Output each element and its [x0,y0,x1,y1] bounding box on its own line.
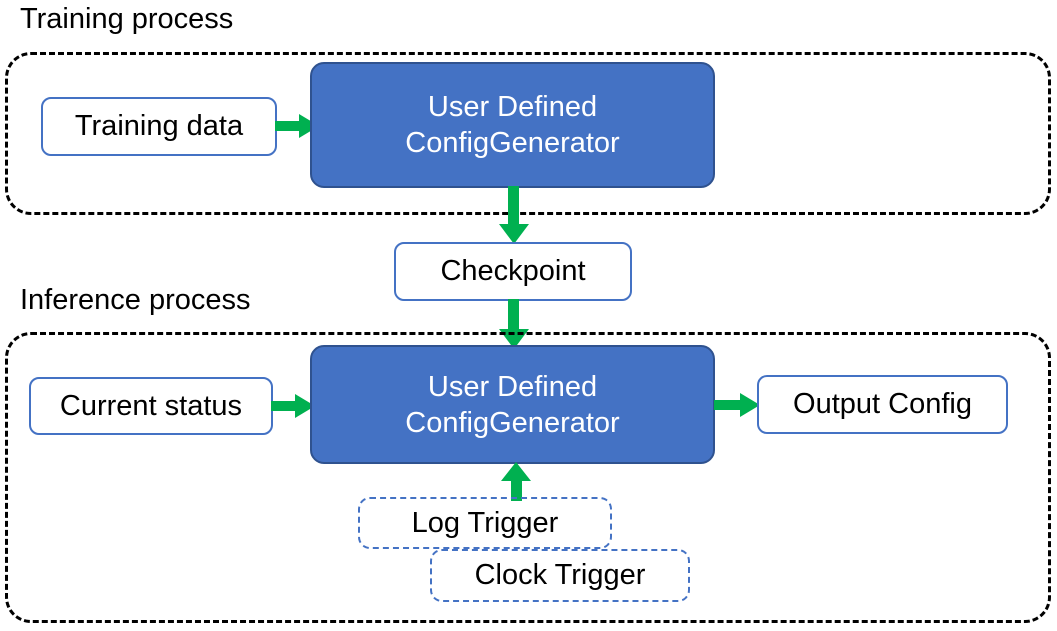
training-config-generator-box[interactable]: User Defined ConfigGenerator [310,62,715,188]
training-generator-label-line2: ConfigGenerator [405,127,620,159]
inference-process-label: Inference process [20,284,251,316]
current-status-label: Current status [59,389,243,422]
training-generator-label-line1: User Defined [427,91,598,123]
inference-config-generator-box[interactable]: User Defined ConfigGenerator [310,345,715,464]
inference-process-container [5,332,1051,623]
clock-trigger-label: Clock Trigger [474,559,646,591]
arrow-generator-to-checkpoint [499,186,529,244]
current-status-box[interactable]: Current status [29,377,273,435]
log-trigger-label: Log Trigger [411,506,559,539]
training-data-box[interactable]: Training data [41,97,277,156]
training-data-label: Training data [74,110,244,142]
arrow-training-data-to-generator [275,114,319,138]
checkpoint-label: Checkpoint [440,255,586,287]
arrow-current-status-to-generator [271,394,315,418]
clock-trigger-box[interactable]: Clock Trigger [430,549,690,602]
arrow-triggers-to-generator [501,462,531,501]
training-process-container [5,52,1051,215]
inference-generator-label-line1: User Defined [427,370,598,403]
inference-generator-label-line2: ConfigGenerator [405,406,620,439]
arrow-generator-to-output-config [714,393,760,417]
training-process-label: Training process [20,3,234,35]
checkpoint-box[interactable]: Checkpoint [394,242,632,301]
output-config-label: Output Config [793,388,972,420]
log-trigger-box[interactable]: Log Trigger [358,497,612,549]
output-config-box[interactable]: Output Config [757,375,1008,434]
